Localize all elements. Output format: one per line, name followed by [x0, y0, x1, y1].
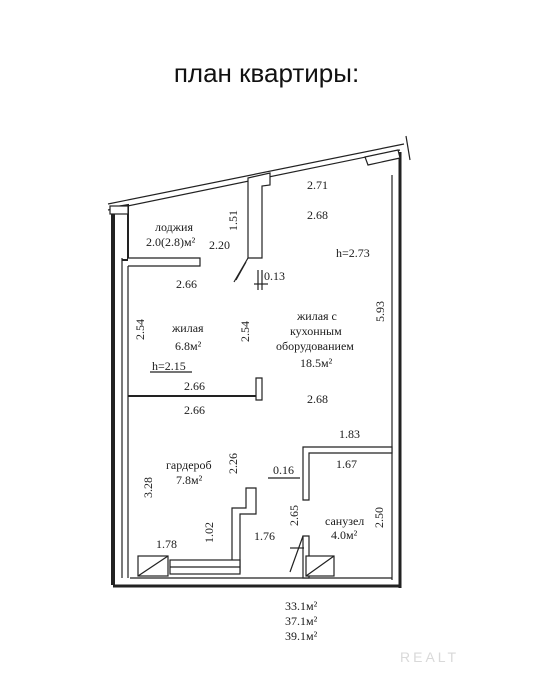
dim-h-215: h=2.15: [152, 359, 186, 373]
wall-living-wardrobe-stub: [255, 377, 263, 401]
wall-top-right-block: [364, 149, 401, 166]
loggia-name: лоджия: [155, 220, 193, 234]
total-area-3: 39.1м²: [285, 629, 318, 643]
wardrobe-name: гардероб: [166, 458, 212, 472]
wall-top-left-block: [109, 205, 129, 215]
loggia-area: 2.0(2.8)м²: [146, 235, 196, 249]
loggia-slanted-edge: [107, 143, 405, 205]
dim-328: 3.28: [141, 477, 155, 498]
dim-268-top: 2.68: [307, 208, 328, 222]
living-big-name3: оборудованием: [276, 339, 354, 353]
dim-266-low: 2.66: [184, 403, 205, 417]
loggia-slanted-edge-3: [405, 135, 411, 161]
dim-268-mid: 2.68: [307, 392, 328, 406]
living-big-name: жилая с: [296, 309, 337, 323]
shaft-left-diag: [137, 555, 169, 577]
living-small-area: 6.8м²: [175, 339, 202, 353]
total-area-2: 37.1м²: [285, 614, 318, 628]
dim-151: 1.51: [226, 210, 240, 231]
dim-265: 2.65: [287, 505, 301, 526]
bathroom-area: 4.0м²: [331, 528, 358, 542]
watermark-logo: REALT: [400, 649, 459, 665]
dim-016: 0.16: [273, 463, 294, 477]
dim-167: 1.67: [336, 457, 357, 471]
shaft-right-diag: [305, 555, 335, 577]
dim-271: 2.71: [307, 178, 328, 192]
page-title: план квартиры:: [173, 58, 360, 88]
dim-102: 1.02: [202, 522, 216, 543]
bathroom-door-swing: [289, 535, 304, 573]
wall-column-mid: [247, 172, 271, 259]
dim-176: 1.76: [254, 529, 275, 543]
dim-183: 1.83: [339, 427, 360, 441]
dim-593: 5.93: [373, 301, 387, 322]
wardrobe-area: 7.8м²: [176, 473, 203, 487]
loggia-bottom-wall: [128, 257, 201, 267]
dim-266-mid: 2.66: [184, 379, 205, 393]
dim-254-mid: 2.54: [238, 321, 252, 342]
dim-254-left: 2.54: [133, 319, 147, 340]
living-big-area: 18.5м²: [300, 356, 333, 370]
dim-178: 1.78: [156, 537, 177, 551]
living-big-name2: кухонным: [290, 324, 342, 338]
bathroom-name: санузел: [325, 514, 364, 528]
dim-250: 2.50: [372, 507, 386, 528]
total-area-1: 33.1м²: [285, 599, 318, 613]
living-small-name: жилая: [171, 321, 204, 335]
dim-226: 2.26: [226, 453, 240, 474]
dim-220: 2.20: [209, 238, 230, 252]
bathroom-top-wall: [302, 446, 393, 501]
dim-013: 0.13: [264, 269, 285, 283]
door-swing-loggia-2: [235, 261, 247, 281]
dim-266-top: 2.66: [176, 277, 197, 291]
dim-h-273: h=2.73: [336, 246, 370, 260]
